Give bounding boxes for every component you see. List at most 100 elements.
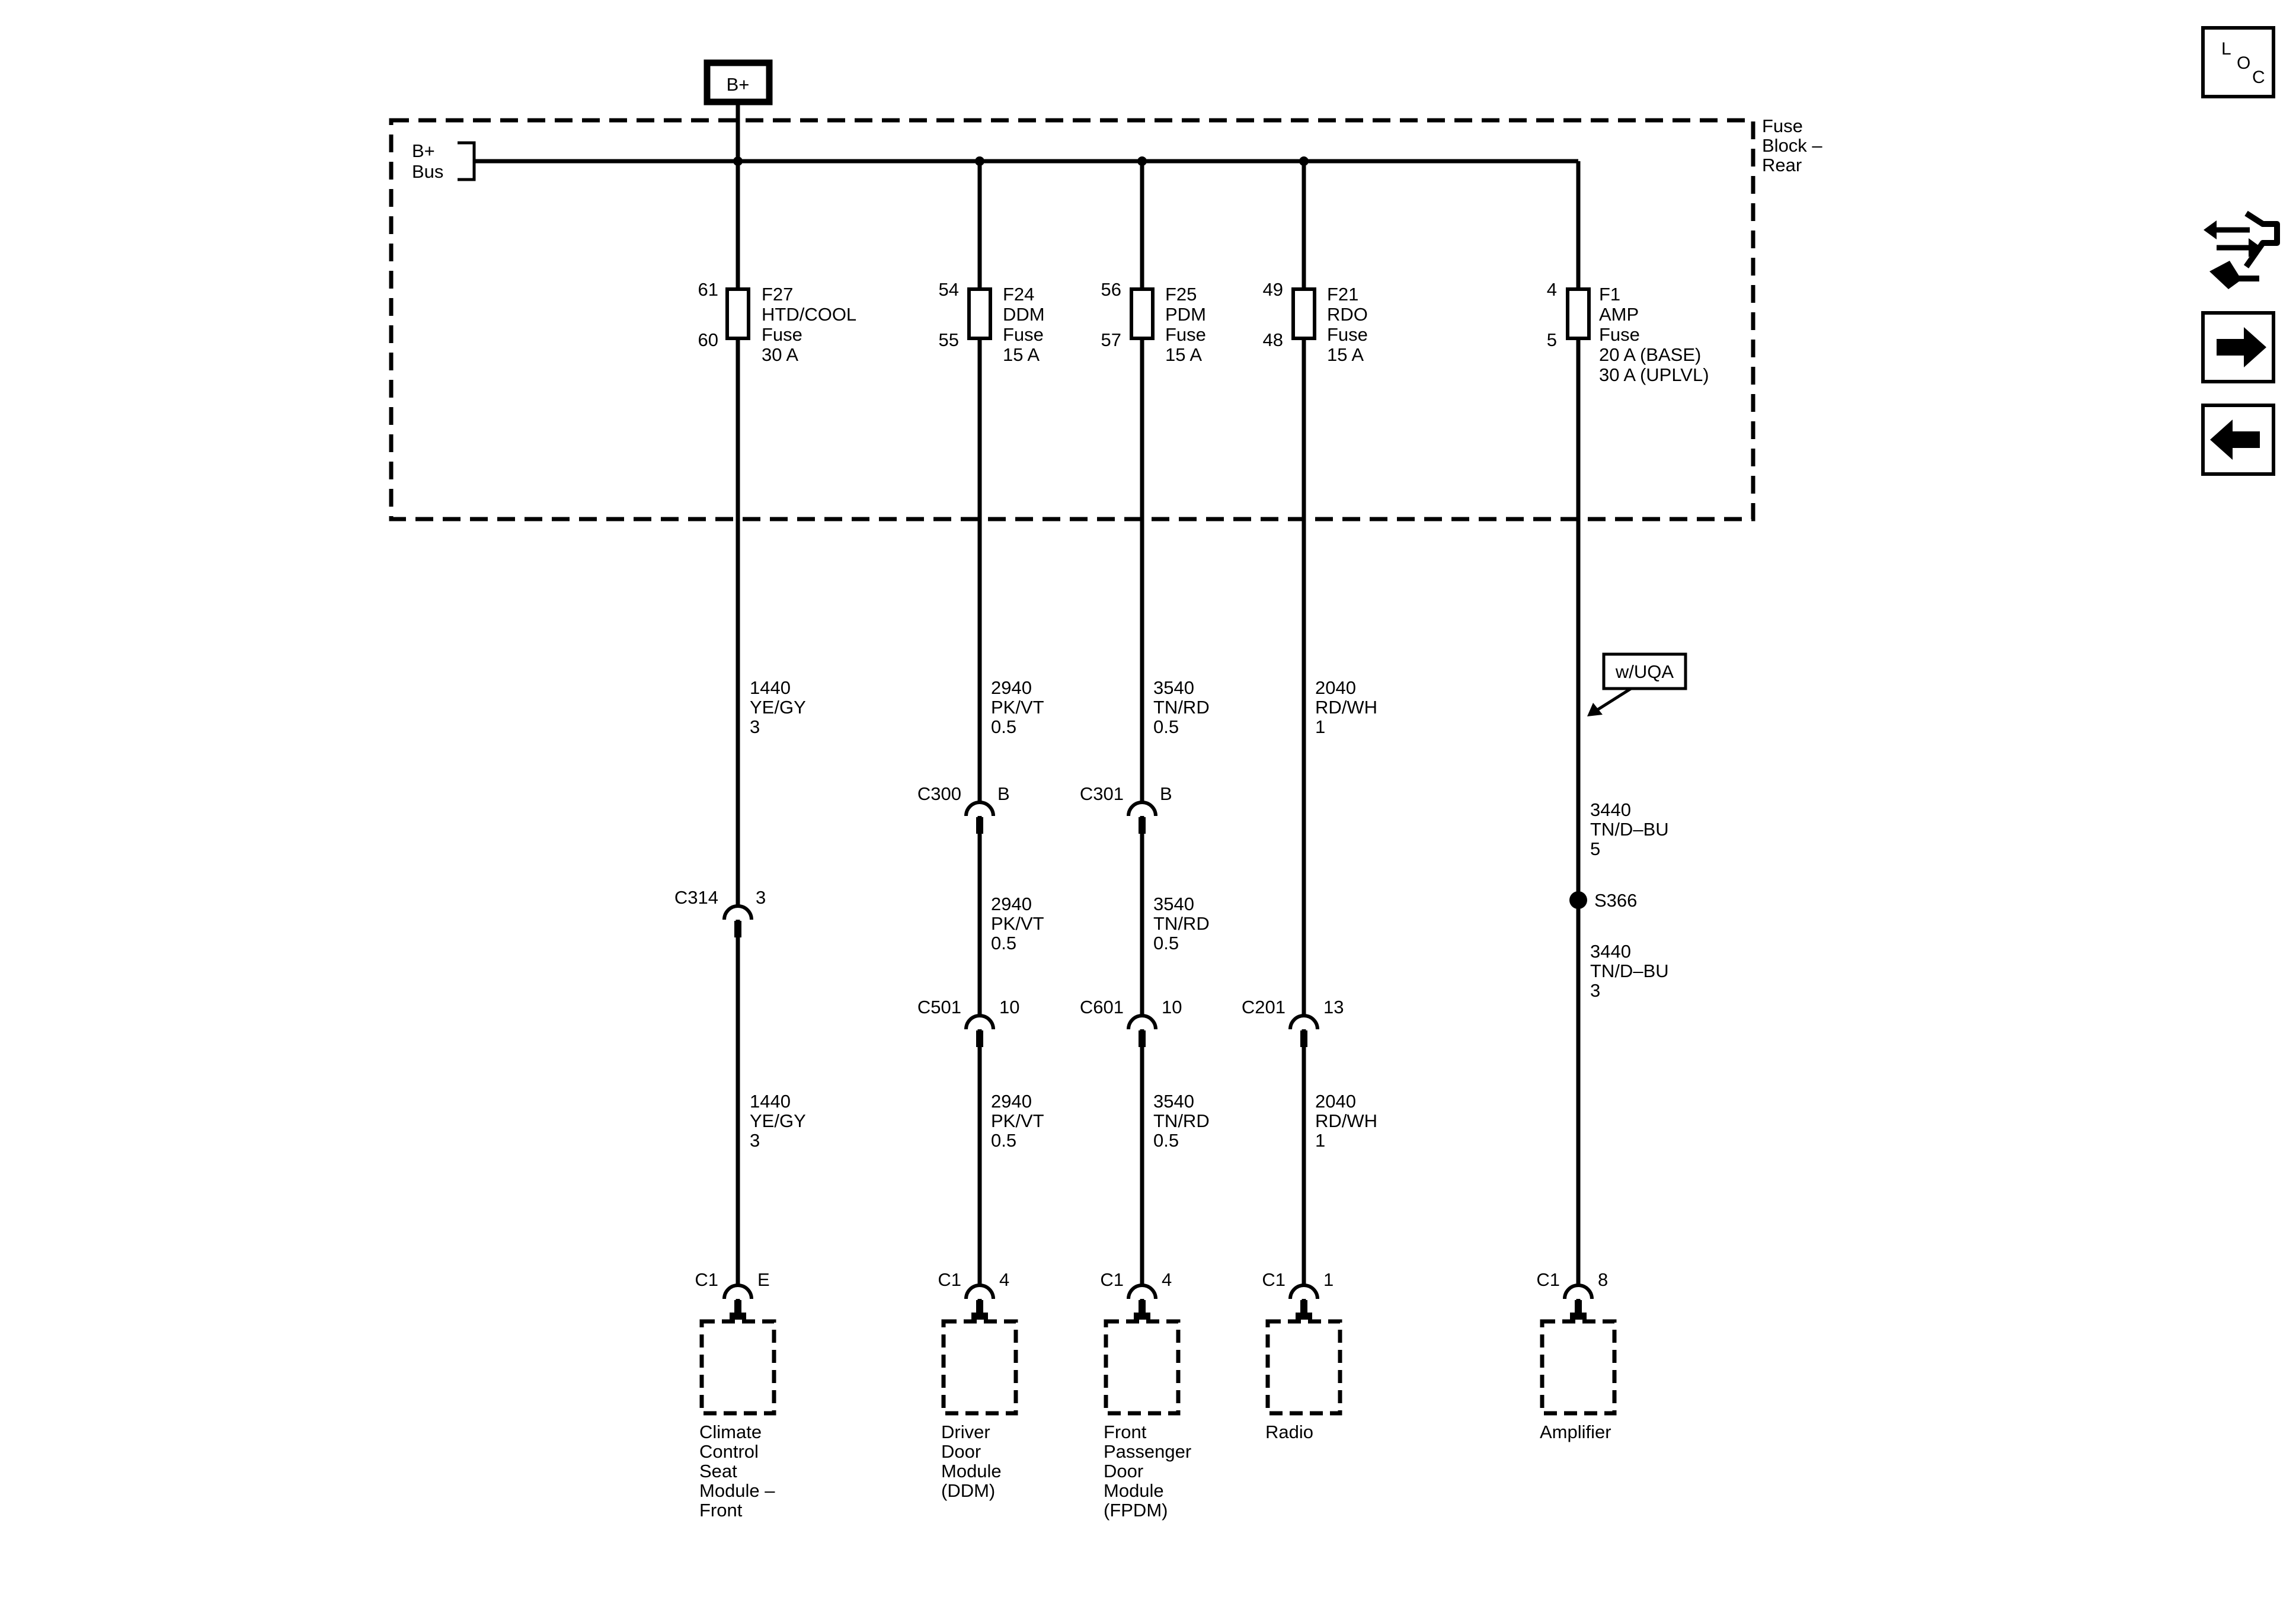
fuse-type: Fuse [1165, 324, 1206, 345]
module-name-line: Amplifier [1540, 1422, 1611, 1442]
wire-circuit: 3540 [1153, 1091, 1194, 1112]
wire-circuit: 3440 [1590, 941, 1631, 962]
fuse-rating-alt: 30 A (UPLVL) [1599, 364, 1709, 385]
fuse-type: Fuse [1327, 324, 1368, 345]
wire-color: TN/D–BU [1590, 961, 1669, 981]
fuse-rating: 15 A [1327, 344, 1364, 365]
module-name-line: Seat [699, 1461, 737, 1481]
arrow-left-icon [2210, 420, 2260, 460]
fuse-pin-out: 57 [1101, 329, 1121, 350]
fuse-rating: 15 A [1003, 344, 1040, 365]
connector-symbol [1127, 1014, 1157, 1030]
fuse-pin-in: 54 [939, 279, 959, 300]
module-name-line: (FPDM) [1104, 1500, 1168, 1521]
fuse-rating: 15 A [1165, 344, 1202, 365]
module-radio: C1 1 Radio [1262, 1269, 1342, 1442]
connector-symbol [722, 904, 753, 920]
fuse-f21: 49 48 F21 RDO Fuse 15 A [1263, 279, 1368, 365]
connector-pin-base [1296, 1313, 1312, 1320]
module-amplifier: C1 8 Amplifier [1536, 1269, 1617, 1442]
wire-color: TN/RD [1153, 697, 1210, 718]
wire-circuit: 3540 [1153, 894, 1194, 914]
module-pin: 4 [1162, 1269, 1172, 1290]
connector-name: C501 [917, 997, 961, 1017]
module-pin: 8 [1598, 1269, 1608, 1290]
fuse-block-rear: Fuse Block – Rear [389, 116, 1822, 521]
location-button[interactable]: L O C [2201, 26, 2275, 98]
connector-pin-label: 10 [1162, 997, 1182, 1017]
wire-color: YE/GY [750, 697, 806, 718]
wire-size: 1 [1315, 716, 1325, 737]
connector-pin [976, 1030, 983, 1047]
fuse-pin-out: 55 [939, 329, 959, 350]
wire-size: 0.5 [1153, 1130, 1179, 1151]
fuse-desc: PDM [1165, 304, 1206, 325]
module-outline [1265, 1319, 1342, 1416]
connector-symbol [722, 1283, 753, 1299]
connector-c601: C601 10 [1080, 997, 1182, 1047]
module-name-line: Climate [699, 1422, 762, 1442]
fuse-pin-in: 49 [1263, 279, 1283, 300]
module-conn: C1 [1262, 1269, 1285, 1290]
wire-label-3540-middle: 3540 TN/RD 0.5 [1153, 894, 1210, 953]
fuse-symbol [967, 287, 992, 340]
module-ddm: C1 4 Driver Door Module (DDM) [938, 1269, 1018, 1501]
loc-letter-l: L [2221, 39, 2231, 59]
component-connector-button[interactable] [2204, 210, 2280, 289]
wire-size: 3 [750, 716, 760, 737]
wire-size: 0.5 [991, 933, 1016, 953]
connector-symbol [964, 801, 995, 817]
module-name-line: Control [699, 1441, 759, 1462]
module-outline [1540, 1319, 1617, 1416]
connector-name: C301 [1080, 783, 1124, 804]
wire-size: 0.5 [991, 716, 1016, 737]
module-name-line: (DDM) [941, 1480, 995, 1501]
fuse-f24: 54 55 F24 DDM Fuse 15 A [939, 279, 1045, 365]
wire-label-1440-bottom: 1440 YE/GY 3 [750, 1091, 806, 1151]
fuse-symbol [1566, 287, 1591, 340]
connector-pin [1139, 1030, 1146, 1047]
wire-circuit: 2040 [1315, 677, 1356, 698]
connector-c301: C301 B [1080, 783, 1172, 834]
fuse-desc: DDM [1003, 304, 1045, 325]
wire-color: PK/VT [991, 697, 1044, 718]
connector-pin-label: 3 [756, 887, 766, 908]
fuse-pin-in: 61 [698, 279, 718, 300]
connector-c201: C201 13 [1242, 997, 1344, 1047]
connector-pin-base [1570, 1313, 1587, 1320]
connector-plug-icon [2204, 210, 2280, 289]
wire-label-3440-bottom: 3440 TN/D–BU 3 [1590, 941, 1669, 1001]
module-outline [1104, 1319, 1181, 1416]
wire-circuit: 2940 [991, 677, 1032, 698]
fuse-symbol [725, 287, 750, 340]
connector-pin [1139, 817, 1146, 834]
loc-letter-c: C [2252, 68, 2265, 87]
module-name-line: Door [941, 1441, 981, 1462]
fuse-name: F1 [1599, 284, 1620, 305]
wire-label-2940-bottom: 2940 PK/VT 0.5 [991, 1091, 1044, 1151]
connector-pin [976, 817, 983, 834]
module-conn: C1 [938, 1269, 961, 1290]
next-page-button[interactable] [2201, 311, 2275, 383]
splice-label: S366 [1594, 890, 1637, 911]
fuse-type: Fuse [1003, 324, 1044, 345]
module-climate-seat: C1 E Climate Control Seat Module – Front [695, 1269, 776, 1521]
fuse-block-label-2: Block – [1762, 135, 1822, 156]
option-tag-box [1602, 652, 1687, 690]
module-name-line: Radio [1265, 1422, 1313, 1442]
fuse-f1: 4 5 F1 AMP Fuse 20 A (BASE) 30 A (UPLVL) [1547, 279, 1709, 385]
previous-page-button[interactable] [2201, 404, 2275, 476]
module-name-line: Module – [699, 1480, 775, 1501]
connector-c501: C501 10 [917, 997, 1019, 1047]
module-name-line: Module [941, 1461, 1002, 1481]
connector-symbol [964, 1014, 995, 1030]
fuse-desc: AMP [1599, 304, 1639, 325]
fuse-pin-out: 48 [1263, 329, 1283, 350]
wire-label-3540-bottom: 3540 TN/RD 0.5 [1153, 1091, 1210, 1151]
wire-color: TN/RD [1153, 913, 1210, 934]
bplus-label: B+ [727, 74, 750, 95]
wire-size: 0.5 [991, 1130, 1016, 1151]
option-tag-label: w/UQA [1615, 661, 1674, 682]
connector-symbol [1127, 801, 1157, 817]
